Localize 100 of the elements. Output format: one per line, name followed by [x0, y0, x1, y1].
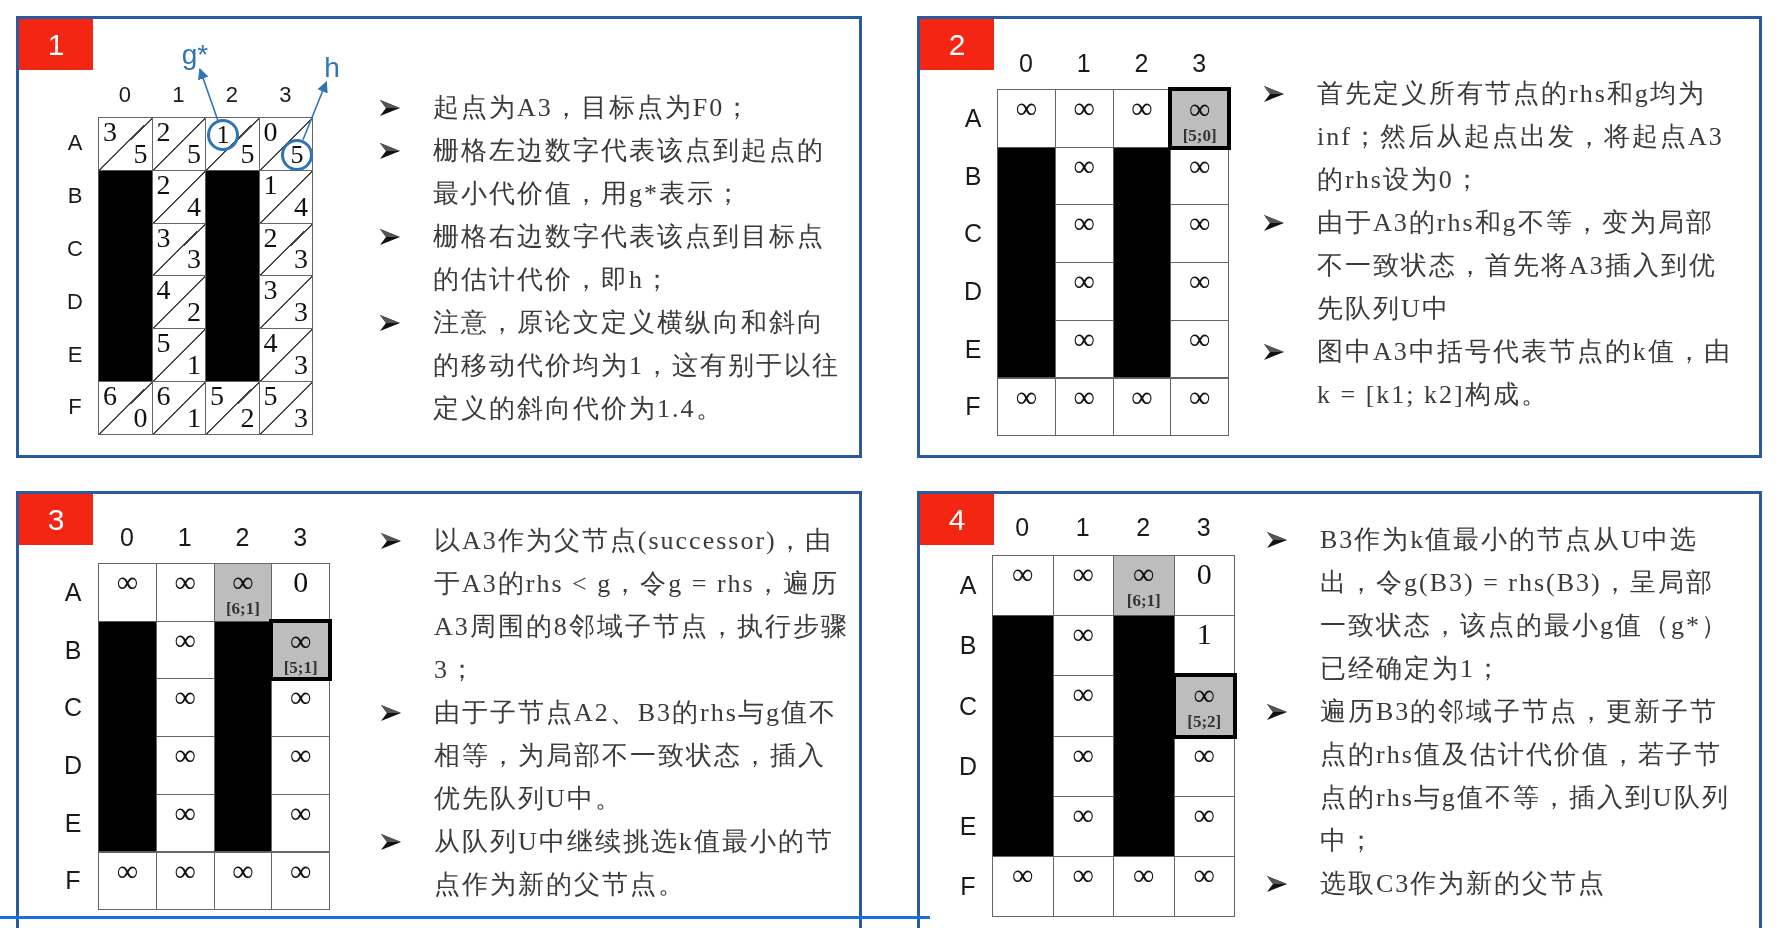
obstacle-block	[992, 615, 1054, 857]
row-label: A	[964, 105, 982, 131]
obstacle-block	[205, 169, 260, 382]
step-number-badge: 2	[920, 19, 994, 70]
grid-cell	[1054, 319, 1114, 379]
cell-value: ∞	[1072, 860, 1094, 890]
arrow	[302, 80, 328, 141]
cell-value: ∞	[289, 625, 312, 656]
grid-cell	[98, 851, 157, 911]
column-label: 1	[177, 524, 192, 550]
grid-cell	[155, 736, 215, 795]
bottom-right-value: 3	[187, 245, 201, 274]
cell-value: ∞	[1188, 208, 1211, 239]
grid-cell	[1113, 856, 1175, 918]
bottom-right-value: 4	[187, 192, 201, 221]
cell-value: 1	[1196, 619, 1212, 650]
grid-cell	[1171, 673, 1237, 739]
row-label: C	[963, 220, 983, 246]
row-label: F	[960, 873, 976, 899]
grid-cell	[1173, 795, 1235, 857]
step-number-badge: 3	[19, 494, 93, 545]
bullet-text: 由于A3的rhs和g不等，变为局部不一致状态，首先将A3插入到优先队列U中	[1317, 207, 1718, 325]
step-panel	[917, 491, 1762, 928]
bullet-text: 栅格右边数字代表该点到目标点的估计代价，即h；	[433, 221, 826, 296]
key-label: [5;0]	[1182, 127, 1217, 144]
grid-cell	[213, 563, 273, 622]
row-label: C	[63, 694, 83, 720]
grid-cell	[151, 381, 206, 435]
grid-cell	[205, 381, 260, 435]
bullet-text: 选取C3作为新的父节点	[1320, 868, 1607, 900]
grid-cell	[151, 222, 206, 277]
grid-cell	[992, 856, 1054, 918]
cell-value: ∞	[1188, 381, 1211, 412]
cell-value: ∞	[1193, 680, 1215, 711]
grid-cell	[997, 377, 1056, 437]
grid-cell	[155, 851, 215, 911]
grid-cell	[258, 222, 313, 277]
cell-value: ∞	[1073, 150, 1095, 181]
grid-cell	[1052, 735, 1114, 797]
step-panel	[16, 491, 862, 928]
top-left-value: 2	[156, 170, 171, 199]
top-left-value: 6	[156, 382, 171, 410]
obstacle-block	[98, 620, 157, 853]
bullet-text: 以A3作为父节点(successor)，由于A3的rhs < g，令g = rhs，遍历A3周围的8邻域子节点，执行步骤3；	[434, 525, 849, 686]
row-label: A	[67, 132, 83, 155]
grid-cell	[1170, 262, 1229, 321]
grid-cell	[1173, 856, 1235, 918]
grid-cell	[271, 793, 330, 853]
grid-cell	[271, 563, 330, 622]
bottom-right-value: 0	[133, 403, 148, 432]
column-label: 2	[1136, 514, 1151, 540]
top-left-value: 5	[263, 382, 278, 410]
row-label: F	[65, 867, 81, 893]
cell-value: ∞	[1012, 860, 1034, 890]
bullet-text: 由于子节点A2、B3的rhs与g值不相等，为局部不一致状态，插入优先队列U中。	[434, 697, 838, 815]
cell-value: ∞	[1188, 323, 1211, 354]
cell-value: ∞	[1072, 799, 1094, 830]
cell-value: ∞	[232, 567, 254, 597]
top-left-value: 1	[263, 170, 278, 199]
cell-value: ∞	[1131, 93, 1153, 123]
row-label: D	[963, 278, 983, 304]
column-label: 2	[225, 84, 238, 106]
cell-value: 0	[293, 567, 309, 597]
cell-value: ∞	[116, 567, 139, 597]
bottom-right-value: 2	[187, 298, 201, 327]
top-left-value: 5	[156, 329, 171, 358]
bottom-right-value: 5	[240, 139, 255, 168]
cell-value: ∞	[289, 682, 312, 713]
cell-value: ∞	[1073, 381, 1095, 412]
step-number-badge: 4	[920, 494, 994, 545]
grid-cell	[1168, 87, 1231, 150]
grid-cell	[992, 555, 1054, 617]
top-left-value: 2	[263, 223, 278, 252]
grid-cell	[151, 117, 206, 171]
cell-value: ∞	[289, 740, 312, 771]
column-label: 3	[1192, 50, 1207, 76]
top-left-value: 3	[103, 118, 117, 146]
grid-cell	[1054, 262, 1114, 321]
grid-cell	[155, 678, 215, 738]
row-label: A	[959, 572, 977, 598]
top-left-value: 3	[156, 223, 171, 252]
row-label: A	[64, 579, 82, 605]
grid-cell	[1112, 377, 1172, 437]
row-label: F	[68, 396, 82, 419]
grid-cell	[271, 851, 330, 911]
bullet-text: 图中A3中括号代表节点的k值，由k = [k1; k2]构成。	[1317, 336, 1733, 411]
top-left-value: 4	[263, 329, 278, 358]
callout-label: g*	[181, 41, 209, 69]
key-label: [5;2]	[1187, 713, 1222, 731]
grid-cell	[1173, 555, 1235, 617]
row-label: E	[64, 810, 82, 836]
arrow	[197, 67, 219, 121]
cell-value: ∞	[1073, 93, 1095, 123]
step-panel	[917, 16, 1762, 458]
cell-value: ∞	[232, 855, 254, 886]
grid-cell	[258, 275, 313, 330]
cell-value: ∞	[1073, 208, 1095, 239]
bullet-text: 从队列U中继续挑选k值最小的节点作为新的父节点。	[434, 826, 835, 901]
row-label: D	[67, 290, 83, 313]
bullet-text: 首先定义所有节点的rhs和g均为inf；然后从起点出发，将起点A3的rhs设为0；	[1317, 78, 1725, 196]
